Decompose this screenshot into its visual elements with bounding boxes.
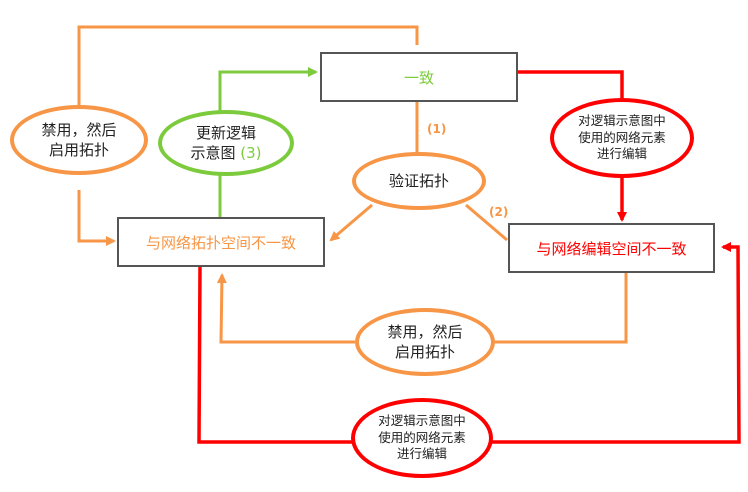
action-validate-topology[interactable]: 验证拓扑	[352, 152, 486, 210]
connector-topology-to-edit-bottom	[197, 266, 353, 444]
action-disable-enable-bottom[interactable]: 禁用，然后 启用拓扑	[355, 308, 495, 376]
action-edit-elements-bottom-line3: 进行编辑	[396, 446, 447, 462]
connector-disable-top-to-topology-box	[77, 190, 116, 246]
state-inconsistent-edit-label: 与网络编辑空间不一致	[536, 239, 687, 258]
connector-validate-to-edit-box	[465, 203, 508, 242]
action-edit-elements-bottom-line2: 使用的网络元素	[378, 429, 466, 445]
action-edit-elements-bottom-line1: 对逻辑示意图中	[378, 412, 466, 428]
action-edit-elements-top-line3: 进行编辑	[596, 146, 647, 162]
action-update-schematic-line1: 更新逻辑	[195, 123, 256, 142]
connector-edit-box-to-disable-bottom	[493, 271, 628, 344]
action-update-schematic-line2: 示意图	[190, 144, 236, 162]
action-edit-elements-top-line2: 使用的网络元素	[578, 129, 666, 145]
action-validate-topology-label: 验证拓扑	[388, 171, 449, 190]
connector-edit-bottom-to-edit-box	[489, 242, 741, 444]
step-3-label: (3)	[240, 144, 262, 162]
connector-validate-to-topology-box	[329, 203, 373, 242]
step-1-label: (1)	[427, 122, 447, 136]
action-edit-elements-top-line1: 对逻辑示意图中	[578, 112, 666, 128]
action-edit-elements-bottom[interactable]: 对逻辑示意图中 使用的网络元素 进行编辑	[351, 398, 493, 478]
state-consistent-label: 一致	[403, 68, 434, 87]
action-disable-enable-bottom-line1: 禁用，然后	[387, 322, 463, 341]
step-2-label: (2)	[489, 205, 509, 219]
state-inconsistent-edit-box[interactable]: 与网络编辑空间不一致	[508, 223, 715, 273]
connector-consistent-to-disable-top	[77, 25, 419, 105]
state-consistent-box[interactable]: 一致	[320, 52, 518, 102]
connector-update-to-consistent	[218, 67, 318, 113]
action-disable-enable-top-line1: 禁用，然后	[41, 120, 117, 139]
state-inconsistent-topology-label: 与网络拓扑空间不一致	[145, 233, 296, 252]
action-disable-enable-top[interactable]: 禁用，然后 启用拓扑	[10, 105, 148, 175]
action-disable-enable-top-line2: 启用拓扑	[48, 141, 109, 159]
state-inconsistent-topology-box[interactable]: 与网络拓扑空间不一致	[117, 217, 325, 267]
action-edit-elements-top[interactable]: 对逻辑示意图中 使用的网络元素 进行编辑	[550, 98, 694, 178]
connector-disable-bottom-to-topology-box	[216, 273, 355, 344]
action-disable-enable-bottom-line2: 启用拓扑	[394, 343, 455, 361]
action-update-schematic[interactable]: 更新逻辑 示意图 (3)	[158, 110, 294, 176]
connector-consistent-to-edit-oval	[518, 70, 624, 100]
